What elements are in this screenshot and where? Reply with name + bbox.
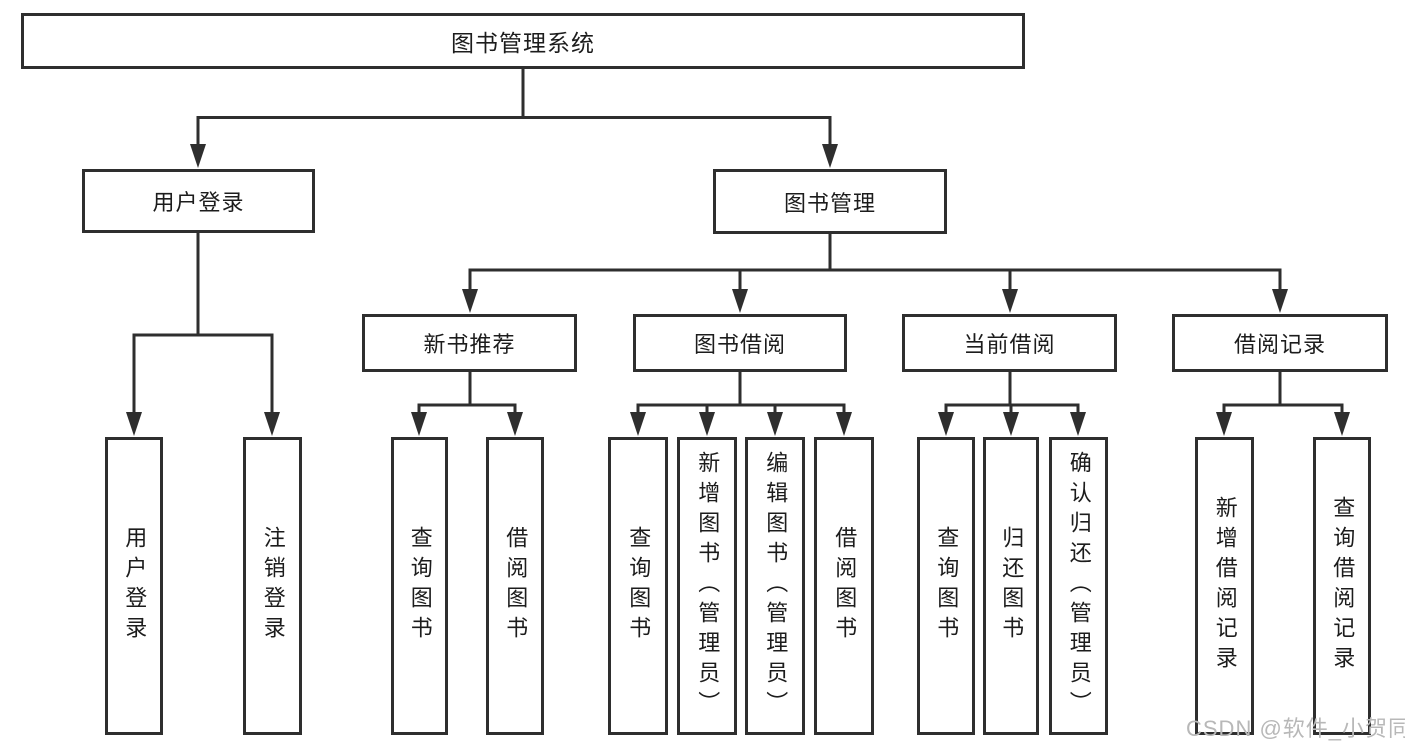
node-leaf-record-query-label: 查询借阅记录 — [1330, 496, 1356, 676]
node-leaf-current-confirm-admin-label: 确认归还（管理员） — [1066, 451, 1092, 721]
node-leaf-newbook-query-label: 查询图书 — [407, 526, 433, 646]
node-module-new-book: 新书推荐 — [362, 314, 577, 372]
node-leaf-newbook-query: 查询图书 — [391, 437, 448, 735]
node-module-book-borrow-label: 图书借阅 — [693, 332, 786, 357]
node-book-management-label: 图书管理 — [783, 190, 876, 216]
node-leaf-newbook-borrow: 借阅图书 — [486, 437, 544, 735]
node-leaf-current-query: 查询图书 — [917, 437, 975, 735]
node-user-login: 用户登录 — [82, 169, 315, 233]
node-leaf-borrow-edit-admin-label: 编辑图书（管理员） — [763, 451, 789, 721]
node-root-system: 图书管理系统 — [21, 13, 1025, 69]
node-leaf-borrow-add-admin: 新增图书（管理员） — [677, 437, 737, 735]
node-user-login-label: 用户登录 — [152, 190, 245, 215]
node-leaf-current-confirm-admin: 确认归还（管理员） — [1049, 437, 1108, 735]
node-module-new-book-label: 新书推荐 — [423, 332, 516, 357]
node-leaf-borrow-borrow: 借阅图书 — [814, 437, 874, 735]
node-leaf-logout-label: 注销登录 — [260, 526, 286, 646]
node-leaf-record-add: 新增借阅记录 — [1195, 437, 1254, 735]
node-module-borrow-records-label: 借阅记录 — [1233, 332, 1326, 357]
node-leaf-current-return: 归还图书 — [983, 437, 1039, 735]
node-root-label: 图书管理系统 — [451, 30, 595, 56]
node-leaf-borrow-add-admin-label: 新增图书（管理员） — [695, 451, 721, 721]
node-leaf-borrow-edit-admin: 编辑图书（管理员） — [745, 437, 805, 735]
node-module-current-borrow: 当前借阅 — [902, 314, 1117, 372]
node-leaf-borrow-query-label: 查询图书 — [626, 526, 652, 646]
node-leaf-current-query-label: 查询图书 — [934, 526, 960, 646]
node-leaf-record-add-label: 新增借阅记录 — [1212, 496, 1238, 676]
node-book-management: 图书管理 — [713, 169, 947, 234]
node-leaf-newbook-borrow-label: 借阅图书 — [503, 526, 529, 646]
node-leaf-record-query: 查询借阅记录 — [1313, 437, 1371, 735]
node-leaf-borrow-borrow-label: 借阅图书 — [832, 526, 858, 646]
node-leaf-borrow-query: 查询图书 — [608, 437, 668, 735]
node-module-borrow-records: 借阅记录 — [1172, 314, 1388, 372]
node-leaf-user-login: 用户登录 — [105, 437, 163, 735]
node-leaf-user-login-label: 用户登录 — [122, 526, 148, 646]
node-module-book-borrow: 图书借阅 — [633, 314, 847, 372]
node-leaf-current-return-label: 归还图书 — [999, 526, 1025, 646]
csdn-watermark: CSDN @软件_小贺同学 — [1186, 716, 1405, 741]
node-module-current-borrow-label: 当前借阅 — [963, 332, 1056, 357]
node-leaf-logout: 注销登录 — [243, 437, 302, 735]
